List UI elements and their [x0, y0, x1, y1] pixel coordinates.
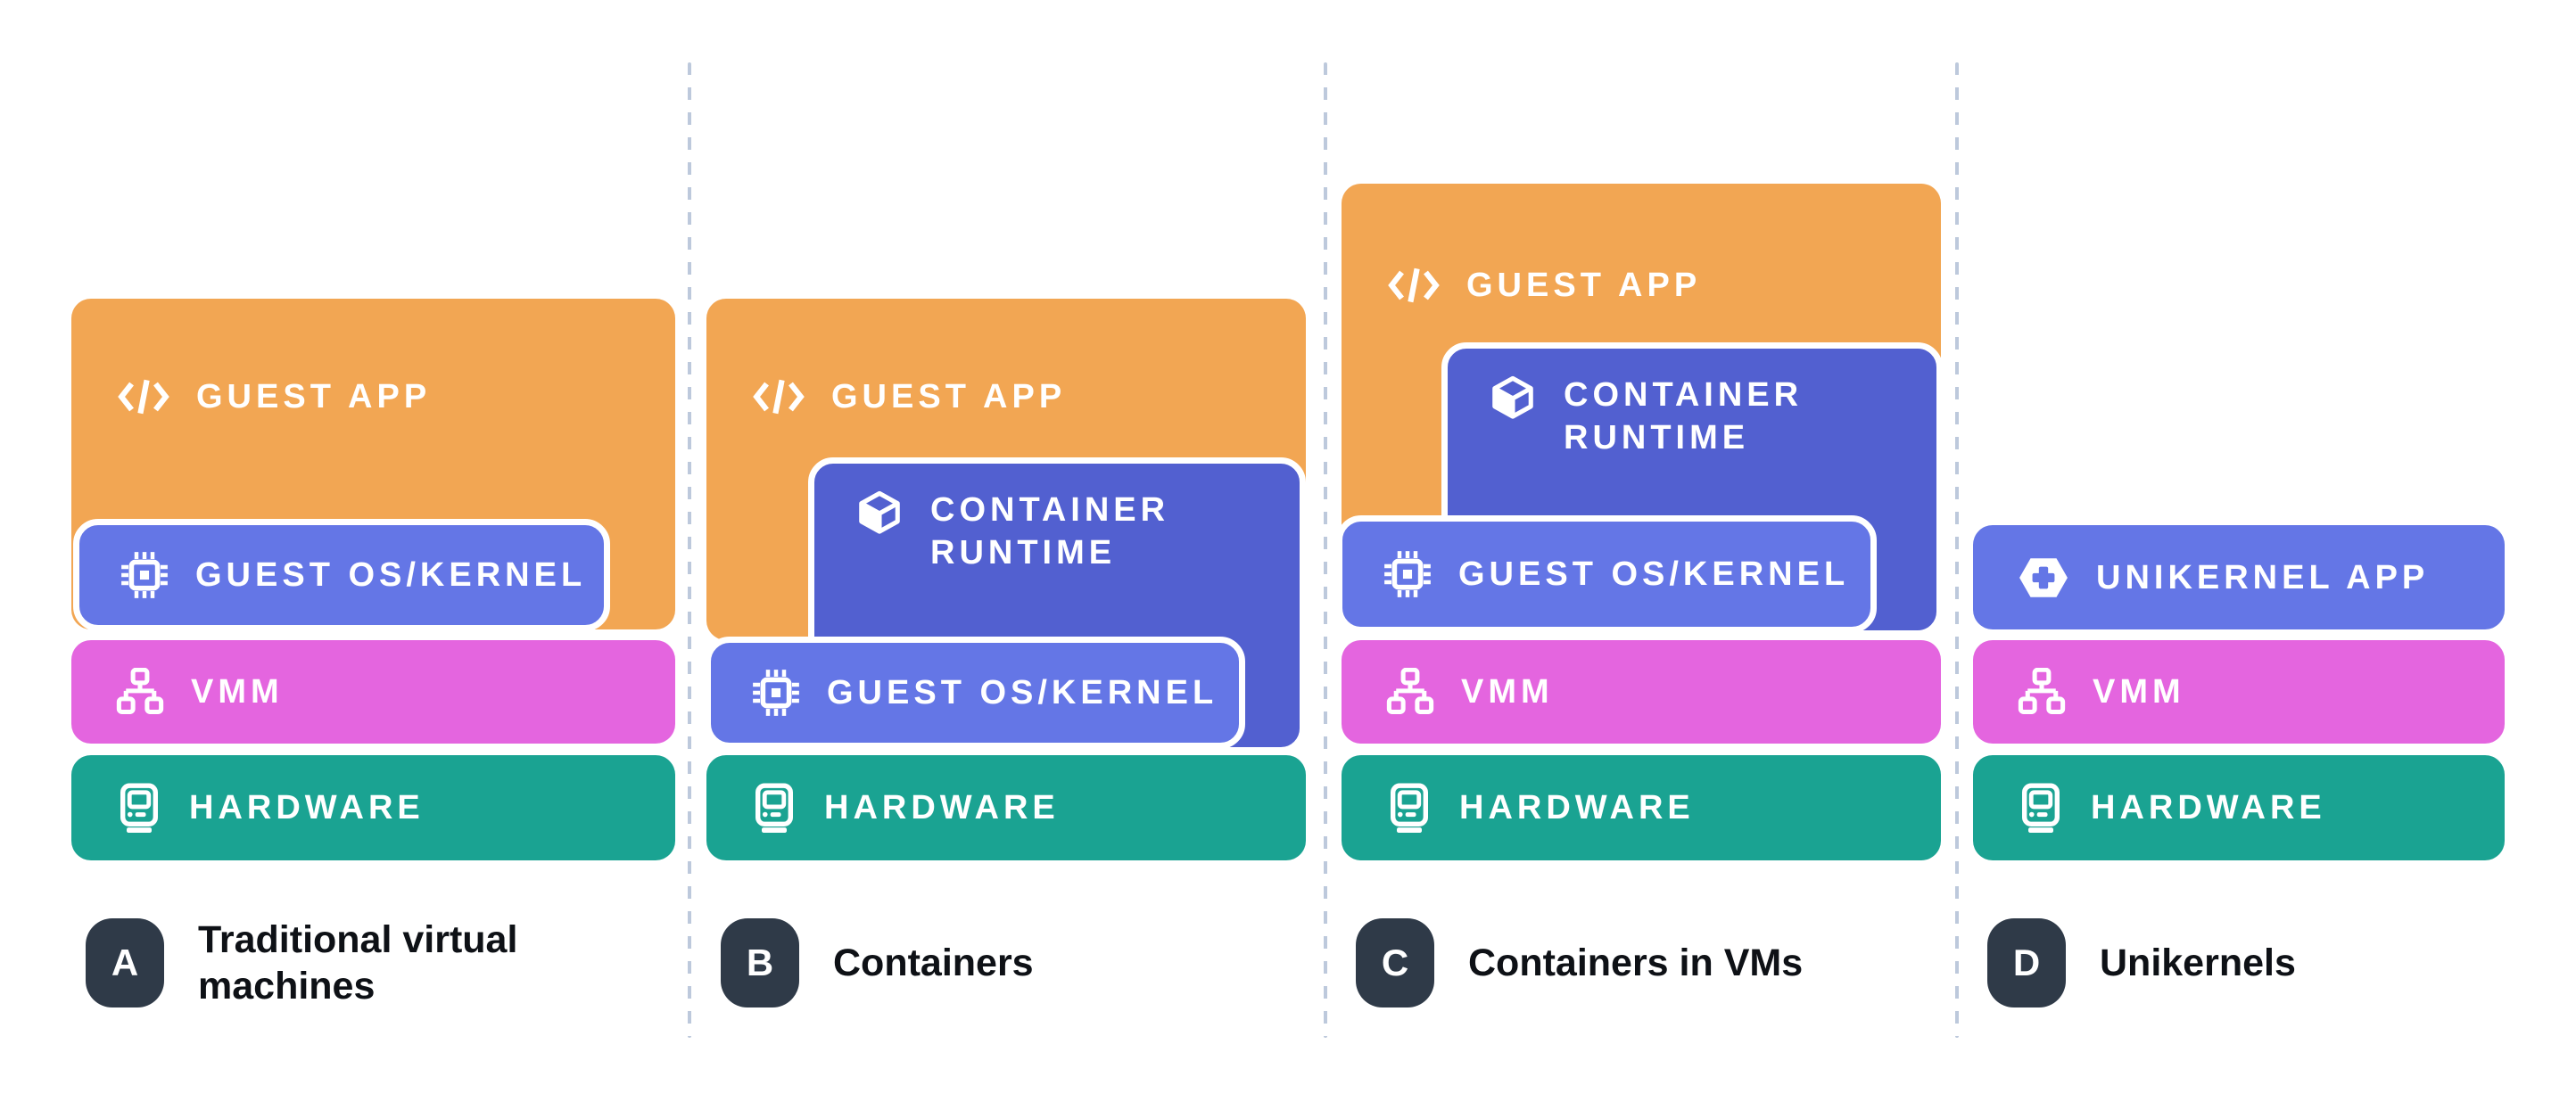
block-label: VMM [191, 673, 284, 711]
column-separator [688, 62, 691, 1038]
block-vmm: VMM [1342, 640, 1941, 744]
badge-c: C [1356, 918, 1434, 1007]
caption-c: C Containers in VMs [1356, 917, 1803, 1009]
block-hardware: HARDWARE [1342, 755, 1941, 860]
chip-icon [753, 670, 799, 716]
chip-icon [1384, 551, 1431, 597]
block-label: UNIKERNEL APP [2096, 558, 2430, 596]
block-guest-os-kernel: GUEST OS/KERNEL [705, 637, 1245, 749]
block-label: GUEST APP [831, 378, 1067, 415]
sitemap-icon [2018, 668, 2066, 715]
code-icon [1388, 267, 1440, 303]
badge-a: A [86, 918, 164, 1007]
block-label: HARDWARE [189, 789, 425, 826]
cube-icon [1492, 375, 1533, 419]
caption-a: A Traditional virtual machines [86, 917, 573, 1009]
block-hardware: HARDWARE [1973, 755, 2505, 860]
caption-d: D Unikernels [1987, 917, 2296, 1009]
monitor-icon [1391, 783, 1428, 833]
block-label: HARDWARE [2091, 789, 2326, 826]
block-label: GUEST OS/KERNEL [827, 674, 1218, 711]
block-vmm: VMM [71, 640, 675, 744]
badge-b: B [721, 918, 799, 1007]
block-label: GUEST OS/KERNEL [195, 556, 587, 594]
block-label: CONTAINER RUNTIME [930, 491, 1170, 572]
monitor-icon [2022, 783, 2060, 833]
monitor-icon [755, 783, 793, 833]
block-label: GUEST APP [1466, 267, 1702, 304]
block-label: VMM [1461, 673, 1554, 711]
sitemap-icon [116, 668, 164, 715]
block-label: HARDWARE [1459, 789, 1695, 826]
block-guest-os-kernel: GUEST OS/KERNEL [73, 519, 610, 631]
code-icon [118, 379, 169, 415]
hexagon-plus-icon [2019, 557, 2068, 597]
block-hardware: HARDWARE [71, 755, 675, 860]
caption-label: Unikernels [2100, 942, 2296, 984]
badge-d: D [1987, 918, 2066, 1007]
code-icon [753, 379, 805, 415]
block-hardware: HARDWARE [706, 755, 1306, 860]
cube-icon [859, 490, 900, 534]
block-label: VMM [2093, 673, 2185, 711]
caption-b: B Containers [721, 917, 1034, 1009]
block-unikernel-app: UNIKERNEL APP [1973, 525, 2505, 629]
block-vmm: VMM [1973, 640, 2505, 744]
block-label: HARDWARE [824, 789, 1060, 826]
chip-icon [121, 552, 168, 598]
sitemap-icon [1386, 668, 1434, 715]
caption-label: Containers in VMs [1468, 942, 1804, 984]
column-separator [1955, 62, 1959, 1038]
caption-label: Containers [833, 942, 1034, 984]
caption-label: Traditional virtual machines [198, 918, 518, 1007]
column-separator [1324, 62, 1327, 1038]
block-label: CONTAINER RUNTIME [1564, 376, 1804, 456]
monitor-icon [120, 783, 158, 833]
block-guest-os-kernel: GUEST OS/KERNEL [1336, 515, 1877, 633]
block-label: GUEST APP [196, 378, 432, 415]
block-label: GUEST OS/KERNEL [1458, 555, 1850, 593]
